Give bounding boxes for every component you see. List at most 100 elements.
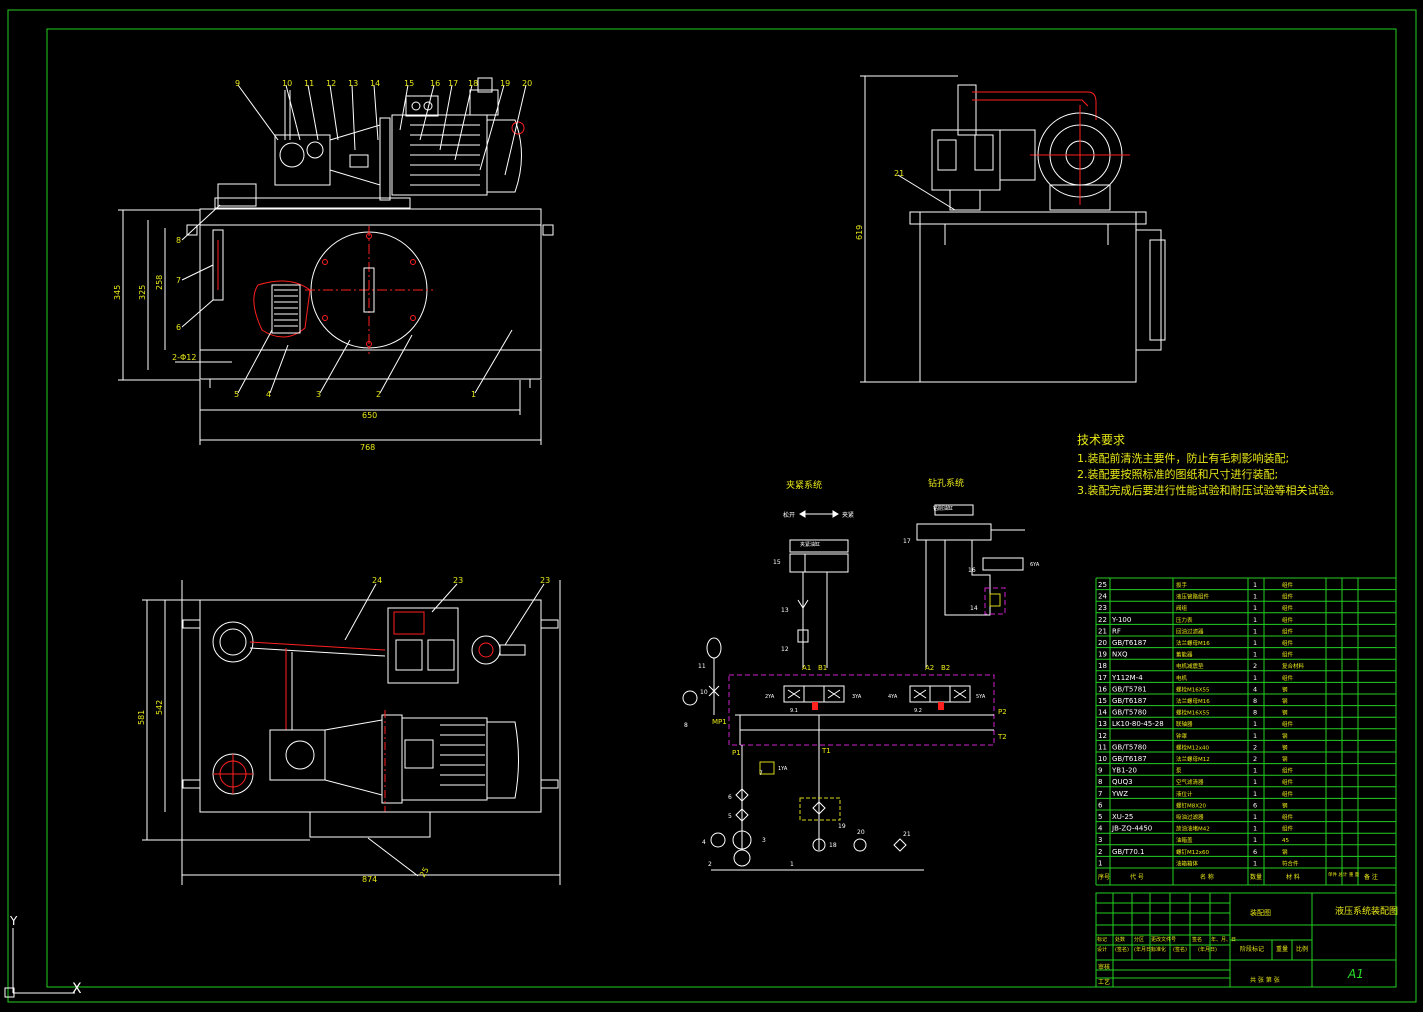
drill-cylinder-label: 钻削油缸 [933,505,953,512]
part-row-qty: 1 [1253,627,1257,635]
sch-num-17: 17 [903,538,911,545]
part-row-qty: 2 [1253,755,1257,763]
sch-num-4: 4 [702,839,706,846]
clamp-system-title: 夹紧系统 [786,479,822,491]
balloon-20: 20 [522,79,532,88]
part-row-name: 螺钉M8X20 [1176,801,1207,809]
part-row-mat: 组件 [1282,616,1294,624]
tb-label-count: 处数 [1115,936,1125,943]
tb-label-zone: 分区 [1134,936,1144,943]
top-dim-581: 581 [137,710,146,725]
part-row-no: 2 [1098,848,1102,856]
part-row-no: 24 [1098,593,1107,601]
balloon-2: 2 [376,390,381,399]
ucs-icon: Y X [4,914,82,998]
part-row-no: 12 [1098,732,1107,740]
part-row-no: 21 [1098,627,1107,635]
clamp-cylinder-label: 夹紧油缸 [800,541,820,548]
part-row-no: 8 [1098,778,1102,786]
sch-num-13: 13 [781,607,789,614]
part-row-code: YWZ [1111,790,1128,798]
part-row-qty: 1 [1253,732,1257,740]
part-row-qty: 1 [1253,778,1257,786]
port-T1: T1 [821,747,831,755]
balloon-10: 10 [282,79,292,88]
sch-num-20: 20 [857,829,865,836]
part-row-qty: 1 [1253,604,1257,612]
part-row-mat: 钢 [1282,685,1288,693]
dim-650: 650 [362,411,377,420]
balloon-23a: 23 [453,576,463,585]
part-row-qty: 1 [1253,639,1257,647]
tb-review: 审核 [1098,963,1110,971]
tech-requirements: 技术要求 1.装配前清洗主要件，防止有毛刺影响装配; 2.装配要按照标准的图纸和… [1077,433,1341,497]
part-header-no: 序号 [1098,873,1110,881]
part-row-code: GB/T5781 [1112,685,1147,693]
part-row-qty: 2 [1253,662,1257,670]
part-row-mat: 组件 [1282,604,1294,612]
part-row-code: RF [1112,627,1121,635]
part-row-name: 电机 [1176,674,1188,682]
part-row-no: 4 [1098,825,1103,833]
balloon-14: 14 [370,79,380,88]
part-row-code: YB1-20 [1111,767,1137,775]
sol-5YA: 5YA [976,694,986,700]
sch-num-19: 19 [838,823,846,830]
clamp-label: 夹紧 [842,511,854,519]
part-row-name: 阀组 [1176,604,1188,612]
tb-label-date2: (年月日) [1198,946,1217,953]
tb-label-sig2: (签名) [1173,946,1187,953]
sch-num-8: 8 [684,722,688,729]
balloon-5: 5 [234,390,239,399]
part-row-qty: 6 [1253,848,1257,856]
tb-process: 工艺 [1098,978,1110,986]
valve-9-2: 9.2 [914,708,922,714]
part-row-code: GB/T5780 [1112,709,1147,717]
part-row-mat: 组件 [1282,581,1294,589]
dim-768: 768 [360,443,375,452]
part-row-code: GB/T6187 [1112,697,1147,705]
part-row-mat: 钢 [1282,755,1288,763]
drawing-title: 液压系统装配图 [1335,905,1398,917]
top-dim-542: 542 [155,700,164,715]
part-row-no: 11 [1098,743,1107,751]
part-row-name: 吸油过滤器 [1176,813,1204,821]
part-row-name: 蓄能器 [1176,651,1193,659]
sol-6YA: 6YA [1030,562,1040,568]
tb-label-sig1: (签名) [1115,946,1129,953]
part-row-qty: 6 [1253,801,1257,809]
part-row-qty: 4 [1253,685,1257,693]
part-row-qty: 1 [1253,813,1257,821]
balloon-13: 13 [348,79,358,88]
part-row-name: 法兰螺母M16 [1176,697,1210,705]
part-row-name: 法兰螺母M12 [1176,755,1210,763]
tb-label-date1: (年月日) [1134,946,1153,953]
sheet-size: A1 [1347,967,1364,981]
sch-num-15: 15 [773,559,781,566]
ucs-y-label: Y [9,914,18,928]
part-row-mat: 组件 [1282,813,1294,821]
part-row-name: 油箱箱体 [1176,859,1199,867]
part-row-mat: 符合件 [1282,859,1299,867]
part-header-name: 名 称 [1200,873,1214,881]
port-B2: B2 [941,664,950,672]
assembly-label: 装配图 [1250,908,1271,917]
part-row-mat: 组件 [1282,639,1294,647]
part-row-code: GB/T5780 [1112,743,1147,751]
balloon-23b: 23 [540,576,550,585]
balloon-7: 7 [176,276,181,285]
title-block: 液压系统装配图 装配图 A1 标记 处数 分区 更改文件号 签名 年、月、日 设… [1095,892,1398,988]
part-row-qty: 1 [1253,581,1257,589]
part-row-code: XU-25 [1112,813,1133,821]
part-row-no: 14 [1098,709,1107,717]
part-row-mat: 组件 [1282,593,1294,601]
balloon-17: 17 [448,79,458,88]
part-row-no: 23 [1098,604,1107,612]
part-row-qty: 1 [1253,616,1257,624]
tb-label-mark: 标记 [1097,936,1107,943]
part-row-mat: 组件 [1282,674,1294,682]
part-row-mat: 组件 [1282,767,1294,775]
part-row-name: 螺钉M12x60 [1176,848,1209,856]
tech-item-2: 2.装配要按照标准的图纸和尺寸进行装配; [1077,467,1278,481]
